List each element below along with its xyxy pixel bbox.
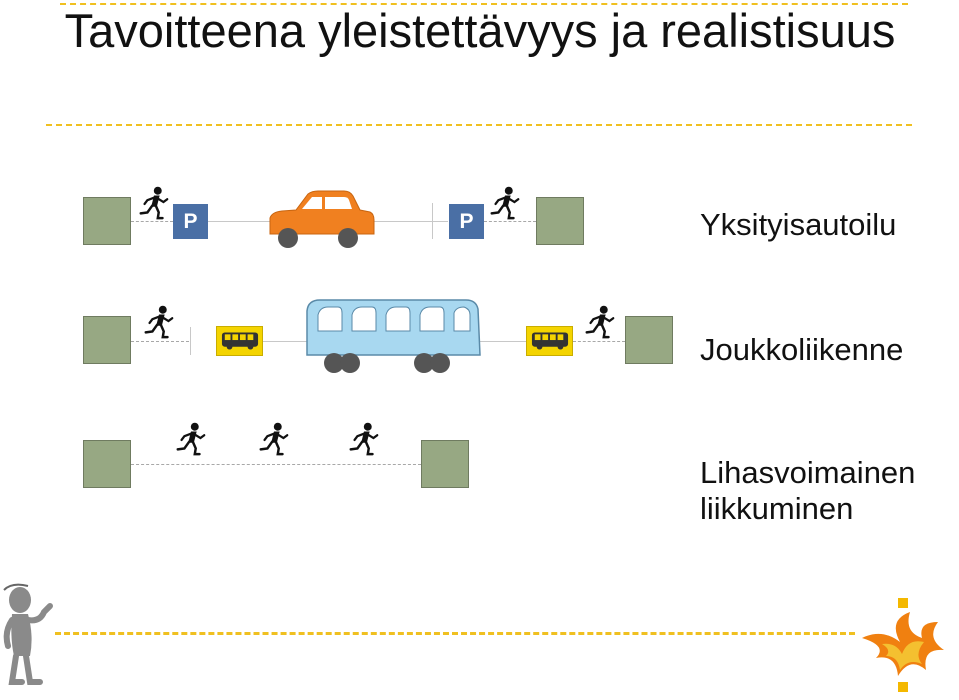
row-label-active-travel-line1: Lihasvoimainen [700, 455, 916, 490]
row-label-active-travel-line2: liikkuminen [700, 491, 854, 526]
walking-person-icon [583, 305, 617, 339]
walking-person-icon [488, 186, 522, 220]
person-figure-icon [3, 583, 53, 685]
origin-box [83, 440, 131, 488]
title-underline-dashes [46, 124, 912, 126]
walking-person-icon [257, 422, 291, 456]
origin-box [83, 316, 131, 364]
car-icon [269, 190, 375, 248]
parking-sign-icon: P [173, 204, 208, 239]
row-label-public-transport: Joukkoliikenne [700, 332, 904, 367]
walk-path-line [131, 341, 189, 342]
walking-person-icon [137, 186, 171, 220]
origin-box [83, 197, 131, 245]
bus-stop-sign-icon [526, 326, 573, 356]
walking-person-icon [347, 422, 381, 456]
walking-person-icon [174, 422, 208, 456]
slide-title: Tavoitteena yleistettävyys ja realistisu… [64, 4, 896, 57]
destination-box [536, 197, 584, 245]
flame-logo-icon [862, 598, 944, 692]
walk-path-line [484, 221, 536, 222]
parking-sign-icon: P [449, 204, 484, 239]
stop-marker-tick [190, 327, 191, 355]
bottom-decorative-dashes [55, 632, 855, 635]
walking-person-icon [142, 305, 176, 339]
walk-path-line [131, 221, 173, 222]
destination-box [421, 440, 469, 488]
top-decorative-dashes [60, 3, 908, 5]
destination-box [625, 316, 673, 364]
parking-marker-tick [432, 203, 433, 239]
walk-path-line [573, 341, 625, 342]
row-label-private-car: Yksityisautoilu [700, 207, 897, 242]
bus-stop-sign-icon [216, 326, 263, 356]
bus-icon [306, 299, 481, 373]
walk-path-line [131, 464, 421, 465]
